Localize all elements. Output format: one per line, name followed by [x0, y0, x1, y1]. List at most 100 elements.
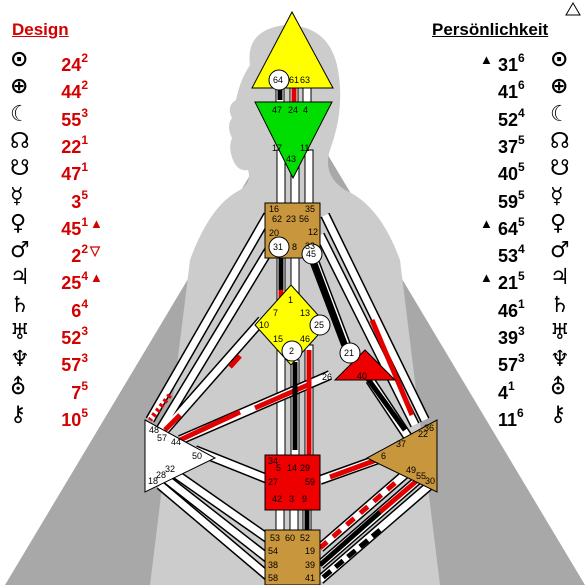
gate-value: 40: [498, 164, 519, 185]
mars-icon: ♂: [10, 238, 30, 264]
root-center: [264, 529, 321, 585]
gate-58: 58: [268, 573, 278, 583]
design-row-jupiter: ♃254▲: [10, 264, 110, 293]
gate-23: 23: [286, 214, 296, 224]
gate-value: 52: [61, 328, 82, 348]
gate-48: 48: [149, 425, 159, 435]
fixing-mark-icon: ▲: [90, 270, 103, 286]
fixing-mark-icon: ▽: [90, 243, 100, 259]
design-title: Design: [12, 20, 69, 39]
design-gate-line: 442: [61, 74, 88, 106]
gate-39: 39: [305, 560, 315, 570]
channel-11-56: [304, 149, 314, 211]
personality-title: Persönlichkeit: [432, 20, 549, 39]
gate-62: 62: [272, 214, 282, 224]
activation-57-red: [163, 413, 182, 432]
venus-icon: ♀: [10, 210, 27, 236]
gate-24: 24: [288, 105, 298, 115]
line-value: 5: [518, 269, 525, 284]
gate-17: 17: [272, 143, 282, 153]
gate-25: 25: [314, 320, 324, 330]
gate-14: 14: [287, 463, 297, 473]
line-value: 3: [81, 351, 88, 366]
moon-icon: ☾: [10, 101, 30, 127]
neptune-icon: ♆: [550, 347, 570, 373]
gate-64: 64: [273, 75, 283, 85]
gate-value: 31: [498, 55, 519, 75]
design-gate-line: 22: [71, 238, 88, 270]
mercury-icon: ☿: [10, 183, 24, 209]
line-value: 5: [81, 405, 88, 420]
gate-9: 9: [302, 494, 307, 504]
logo-triangle-icon: [565, 2, 581, 16]
gate-circles: [268, 69, 361, 364]
personality-row-mars: ♂534: [480, 237, 580, 266]
gate-value: 52: [498, 109, 519, 130]
line-value: 5: [81, 187, 88, 202]
activation-26-red: [254, 381, 311, 411]
gate-34: 34: [268, 456, 278, 466]
personality-gate-line: 41: [498, 375, 515, 407]
design-row-chiron: ⚷105: [10, 401, 110, 430]
jupiter-icon: ♃: [10, 265, 30, 291]
line-value: 4: [518, 105, 525, 120]
gate-33: 33: [305, 241, 315, 251]
personality-gate-line: 116: [498, 402, 524, 434]
gate-61: 61: [289, 75, 299, 85]
gate-value: 44: [61, 82, 82, 103]
gate-43: 43: [286, 154, 296, 164]
line-value: 5: [518, 160, 525, 175]
gate-20: 20: [269, 228, 279, 238]
fixing-mark-icon: ▲: [480, 52, 493, 67]
gate-circle-64: [268, 69, 290, 91]
gate-37: 37: [396, 439, 406, 449]
line-value: 1: [508, 378, 515, 393]
gate-value: 45: [61, 218, 82, 239]
gate-63: 63: [300, 75, 310, 85]
personality-gate-line: 573: [498, 347, 525, 379]
gate-value: 57: [498, 355, 519, 376]
line-value: 2: [81, 78, 88, 93]
line-value: 6: [518, 78, 525, 93]
design-gate-line: 254: [61, 265, 88, 297]
pluto-icon: ⛢: [10, 374, 27, 400]
gate-value: 41: [498, 82, 519, 103]
gate-21: 21: [344, 348, 354, 358]
south-node-icon: ☋: [10, 156, 30, 182]
saturn-icon: ♄: [10, 292, 30, 318]
personality-row-sun: ⊙316▲: [480, 46, 580, 75]
gate-11: 11: [300, 143, 309, 153]
north-node-icon: ☊: [10, 128, 30, 154]
fixing-mark-icon: ▲: [480, 215, 493, 231]
design-gate-line: 242: [61, 47, 88, 79]
design-row-venus: ♀451▲: [10, 210, 110, 239]
gate-1: 1: [288, 295, 293, 305]
ego-center: [333, 349, 397, 381]
gate-53: 53: [270, 533, 280, 543]
gate-13: 13: [300, 308, 310, 318]
design-row-neptune: ♆573: [10, 346, 110, 375]
design-gate-line: 64: [71, 293, 88, 325]
chiron-icon: ⚷: [10, 401, 27, 427]
gate-circle-31: [268, 236, 290, 258]
design-gate-line: 471: [61, 156, 88, 188]
line-value: 3: [81, 324, 88, 338]
personality-gate-line: 524: [498, 102, 525, 134]
moon-icon: ☾: [550, 101, 570, 127]
gate-value: 55: [61, 109, 82, 130]
personality-row-jupiter: ♃215▲: [480, 264, 580, 293]
gate-40: 40: [357, 371, 367, 381]
line-value: 4: [81, 269, 88, 284]
sun-icon: ⊙: [550, 47, 569, 72]
gate-value: 59: [498, 191, 519, 212]
activation-45-black: [311, 260, 348, 347]
jupiter-icon: ♃: [550, 265, 570, 291]
design-row-north-node: ☊221: [10, 128, 110, 157]
design-row-saturn: ♄64: [10, 292, 110, 321]
sacral-center: [264, 454, 321, 511]
personality-gate-line: 393: [498, 320, 525, 352]
spleen-center: [144, 419, 217, 493]
gate-31: 31: [273, 242, 283, 252]
line-value: 3: [518, 324, 525, 338]
